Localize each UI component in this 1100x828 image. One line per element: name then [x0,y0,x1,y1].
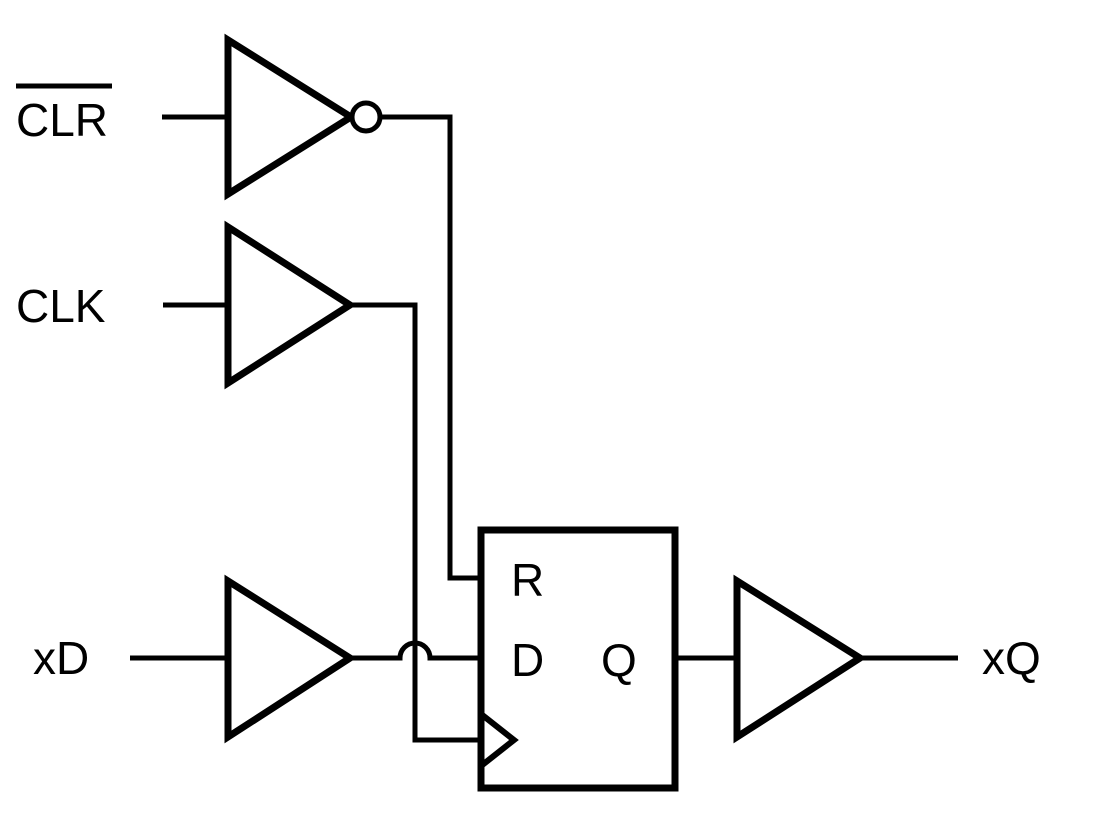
flipflop-pin-d-label: D [511,634,544,686]
xq-buffer-gate [733,574,867,744]
inverter-triangle [224,33,358,201]
xd-buffer-gate [224,574,357,744]
clr-label-text: CLR [16,94,108,146]
inverter-bubble-icon [349,100,383,134]
clr-to-reset-wire [380,114,481,581]
flipflop-body [477,526,679,792]
clock-edge-wedge-icon [479,711,519,769]
clk-signal-label: CLK [16,280,106,332]
flipflop-pin-r-label: R [511,554,544,606]
clk-to-clock-wire [350,302,481,743]
buffer-triangle [224,220,357,390]
d-flipflop-symbol: R D Q [477,526,679,792]
flipflop-pin-q-label: Q [601,634,637,686]
xq-signal-label: xQ [982,632,1041,684]
clk-buffer-gate [224,220,357,390]
clr-inverter-gate [224,33,383,201]
buffer-triangle [224,574,357,744]
xd-to-d-wire-with-crossover-hop [350,640,481,661]
buffer-triangle [733,574,867,744]
xd-signal-label: xD [33,632,89,684]
clr-signal-label: CLR [16,83,112,146]
